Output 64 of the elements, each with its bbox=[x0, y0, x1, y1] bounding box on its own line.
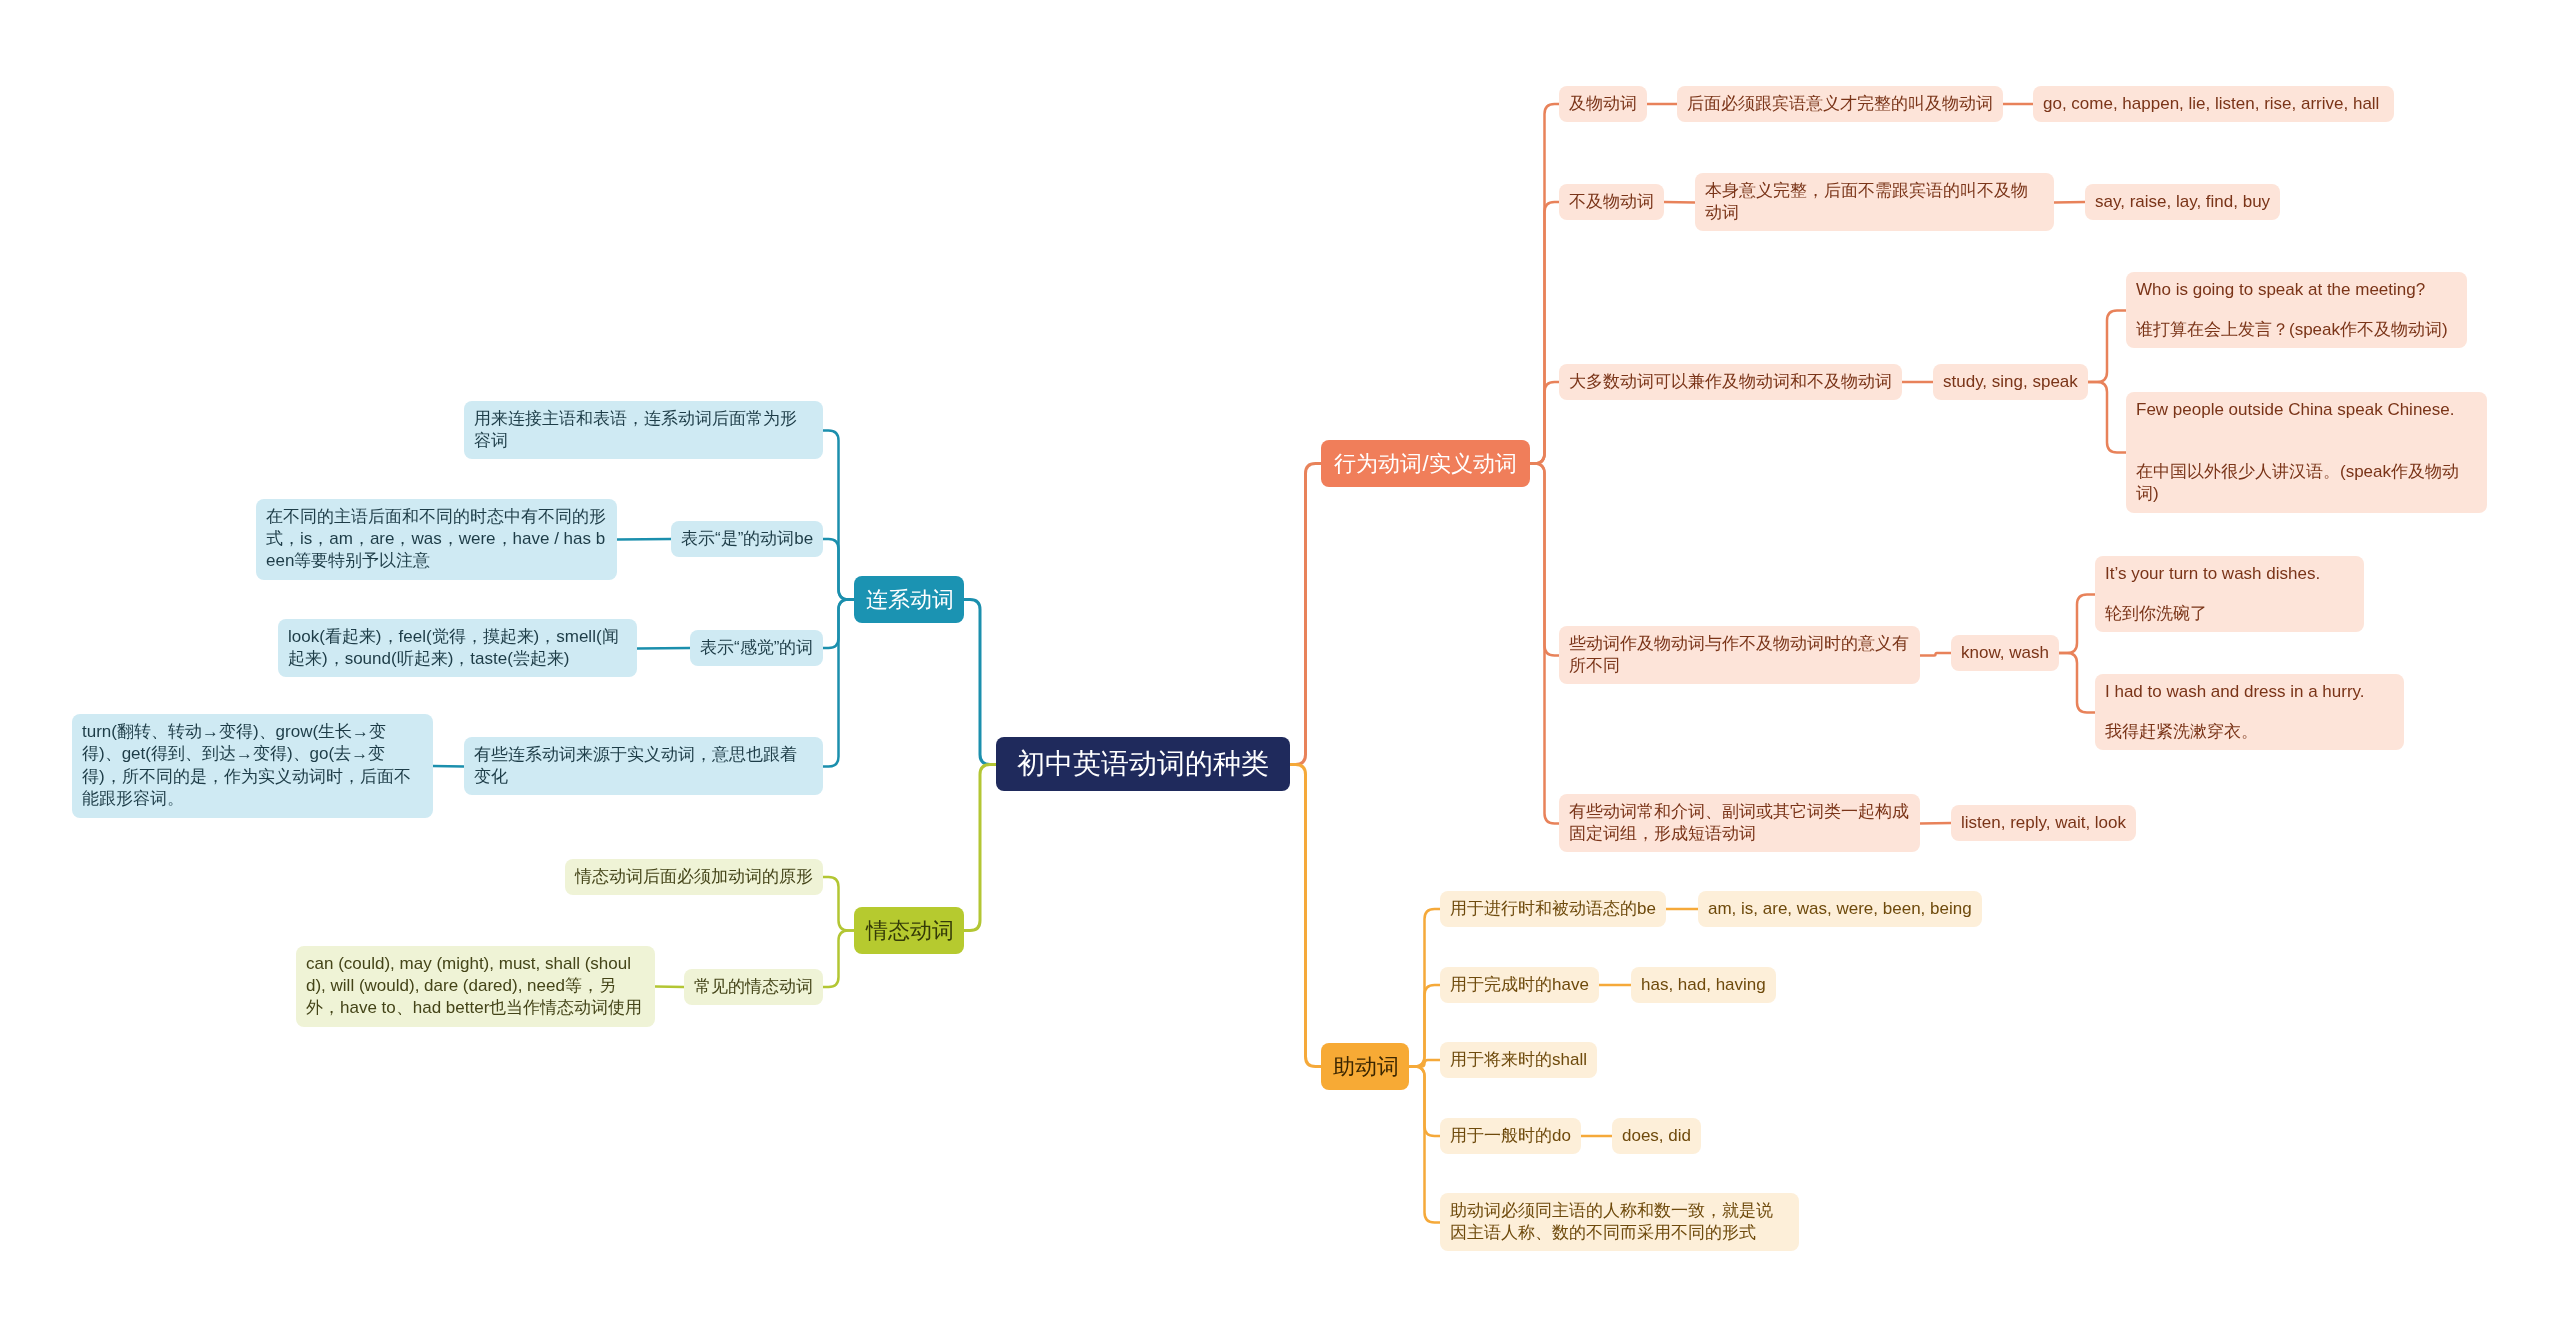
connector-line bbox=[2059, 651, 2095, 714]
topic-box: 用于完成时的have bbox=[1440, 967, 1599, 1004]
topic-box: 些动词作及物动词与作不及物动词时的意义有所不同 bbox=[1559, 625, 1920, 685]
connector-line bbox=[654, 985, 685, 989]
topic-box: say, raise, lay, find, buy bbox=[2085, 184, 2281, 221]
topic-box: 表示“是”的动词be bbox=[671, 521, 824, 558]
topic-box: know, wash bbox=[1951, 635, 2059, 672]
connector-line bbox=[1902, 380, 1933, 384]
topic-box: go, come, happen, lie, listen, rise, arrive, hall bbox=[2033, 86, 2394, 123]
topic-box: 用于一般时的do bbox=[1440, 1118, 1581, 1155]
connector-line bbox=[1666, 907, 1698, 911]
topic-box: 后面必须跟宾语意义才完整的叫及物动词 bbox=[1677, 86, 2003, 123]
translation-text: 我得赶紧洗漱穿衣。 bbox=[2105, 720, 2259, 743]
topic-box: look(看起来)，feel(觉得，摸起来)，smell(闻起来)，sound(听起来)，taste(尝起来) bbox=[278, 618, 637, 678]
topic-box: 及物动词 bbox=[1559, 86, 1647, 123]
connector-line bbox=[1919, 821, 1952, 825]
connector-line bbox=[1599, 983, 1631, 987]
connector-line bbox=[1581, 1134, 1612, 1138]
topic-box: 在不同的主语后面和不同的时态中有不同的形式，is，am，are，was，were，have / has been等要特别予以注意 bbox=[256, 498, 617, 580]
topic-box: study, sing, speak bbox=[1933, 364, 2088, 401]
connector-line bbox=[637, 646, 690, 650]
translation-text: 轮到你洗碗了 bbox=[2105, 602, 2208, 625]
topic-box: 本身意义完整，后面不需跟宾语的叫不及物动词 bbox=[1695, 172, 2054, 232]
topic-box: 用来连接主语和表语，连系动词后面常为形容词 bbox=[464, 400, 823, 460]
topic-box: 用于进行时和被动语态的be bbox=[1440, 891, 1666, 928]
topic-box: has, had, having bbox=[1631, 967, 1776, 1004]
connector-line bbox=[432, 764, 465, 768]
topic-box: 助动词必须同主语的人称和数一致，就是说因主语人称、数的不同而采用不同的形式 bbox=[1440, 1192, 1799, 1252]
branch-topic-box: 情态动词 bbox=[854, 906, 964, 954]
branch-topic-box: 行为动词/实义动词 bbox=[1321, 439, 1530, 487]
connector-line bbox=[1663, 200, 1696, 204]
topic-box: 用于将来时的shall bbox=[1440, 1042, 1597, 1079]
connector-line bbox=[617, 537, 671, 541]
example-sentence: Few people outside China speak Chinese. bbox=[2136, 398, 2456, 421]
topic-box: 常见的情态动词 bbox=[684, 969, 823, 1006]
connector-line bbox=[2088, 380, 2126, 454]
topic-box: does, did bbox=[1612, 1118, 1701, 1155]
topic-box: 情态动词后面必须加动词的原形 bbox=[565, 859, 823, 896]
topic-box bbox=[2095, 555, 2364, 633]
example-sentence: I had to wash and dress in a hurry. bbox=[2105, 680, 2366, 703]
connector-line bbox=[2053, 200, 2086, 204]
topic-box bbox=[2095, 673, 2404, 751]
topic-box bbox=[2126, 391, 2487, 513]
topic-box: 大多数动词可以兼作及物动词和不及物动词 bbox=[1559, 364, 1902, 401]
translation-text: 在中国以外很少人讲汉语。(speak作及物动词) bbox=[2136, 460, 2461, 506]
connector-line bbox=[2003, 102, 2033, 106]
central-topic-box: 初中英语动词的种类 bbox=[996, 736, 1290, 792]
topic-box: 不及物动词 bbox=[1559, 184, 1664, 221]
translation-text: 谁打算在会上发言？(speak作不及物动词) bbox=[2136, 318, 2449, 341]
connector-line bbox=[1647, 102, 1677, 106]
topic-box: listen, reply, wait, look bbox=[1951, 805, 2137, 842]
topic-box: can (could), may (might), must, shall (should), will (would), dare (dared), need等，另外，have to、had better也当作情态动词使用 bbox=[296, 945, 655, 1027]
connector-line bbox=[1920, 651, 1951, 657]
topic-box bbox=[2126, 271, 2467, 349]
connector-line bbox=[964, 763, 996, 932]
topic-box: am, is, are, was, were, been, being bbox=[1698, 891, 1982, 928]
topic-box: 有些动词常和介词、副词或其它词类一起构成固定词组，形成短语动词 bbox=[1559, 793, 1920, 853]
example-sentence: It’s your turn to wash dishes. bbox=[2105, 562, 2322, 585]
branch-topic-box: 连系动词 bbox=[854, 575, 964, 623]
branch-topic-box: 助动词 bbox=[1321, 1042, 1409, 1090]
topic-box: 有些连系动词来源于实义动词，意思也跟着变化 bbox=[464, 736, 823, 796]
example-sentence: Who is going to speak at the meeting? bbox=[2136, 278, 2427, 301]
topic-box: turn(翻转、转动→变得)、grow(生长→变得)、get(得到、到达→变得)、go(去→变得)，所不同的是，作为实义动词时，后面不能跟形容词。 bbox=[72, 714, 433, 818]
topic-box: 表示“感觉”的词 bbox=[690, 630, 824, 667]
